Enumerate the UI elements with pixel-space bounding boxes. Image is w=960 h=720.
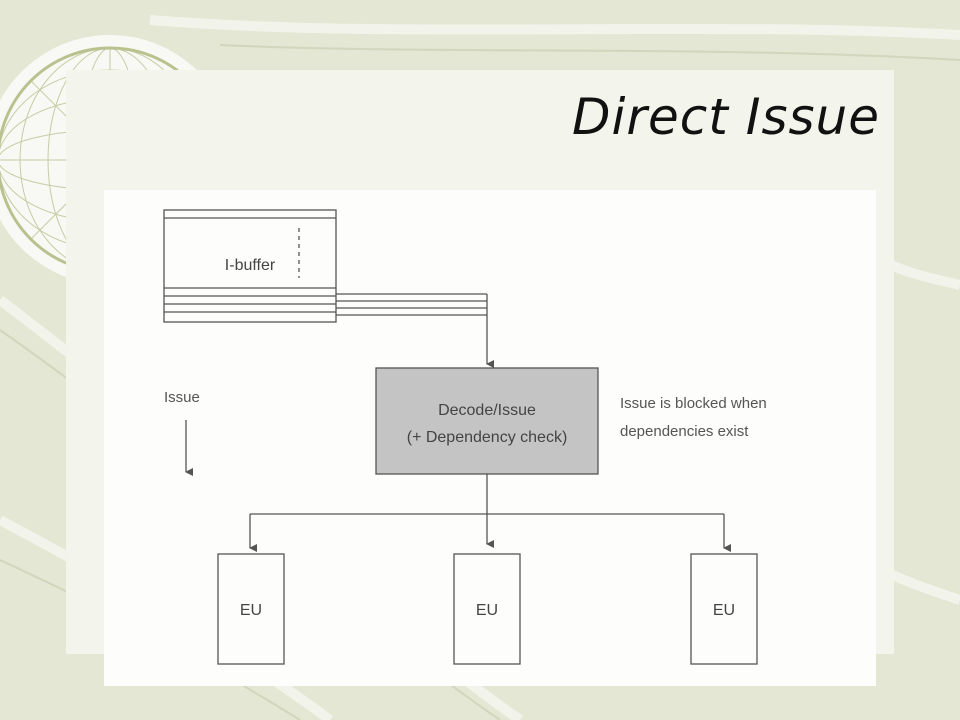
eu-label-3: EU bbox=[713, 602, 735, 619]
eu-label-2: EU bbox=[476, 602, 498, 619]
blocked-note-line2: dependencies exist bbox=[620, 423, 749, 440]
direct-issue-diagram: I-buffer Decode/Issue (+ Dependency chec… bbox=[163, 209, 767, 665]
slide-title: Direct Issue bbox=[572, 88, 880, 146]
eu-box-3 bbox=[690, 553, 758, 665]
eu-label-1: EU bbox=[240, 602, 262, 619]
issue-label: Issue bbox=[164, 389, 200, 406]
eu-box-1 bbox=[217, 553, 285, 665]
ibuffer-label: I-buffer bbox=[225, 257, 276, 274]
decode-issue-label-line2: (+ Dependency check) bbox=[407, 429, 568, 446]
blocked-note-line1: Issue is blocked when bbox=[620, 395, 767, 412]
eu-box-2 bbox=[453, 553, 521, 665]
diagram-frame: I-buffer Decode/Issue (+ Dependency chec… bbox=[104, 190, 876, 686]
ibuffer-box bbox=[163, 209, 337, 323]
ibuffer-output-lines bbox=[336, 293, 494, 368]
decode-issue-label-line1: Decode/Issue bbox=[438, 402, 536, 419]
distribution-lines bbox=[249, 474, 731, 552]
decode-issue-box bbox=[375, 367, 599, 475]
